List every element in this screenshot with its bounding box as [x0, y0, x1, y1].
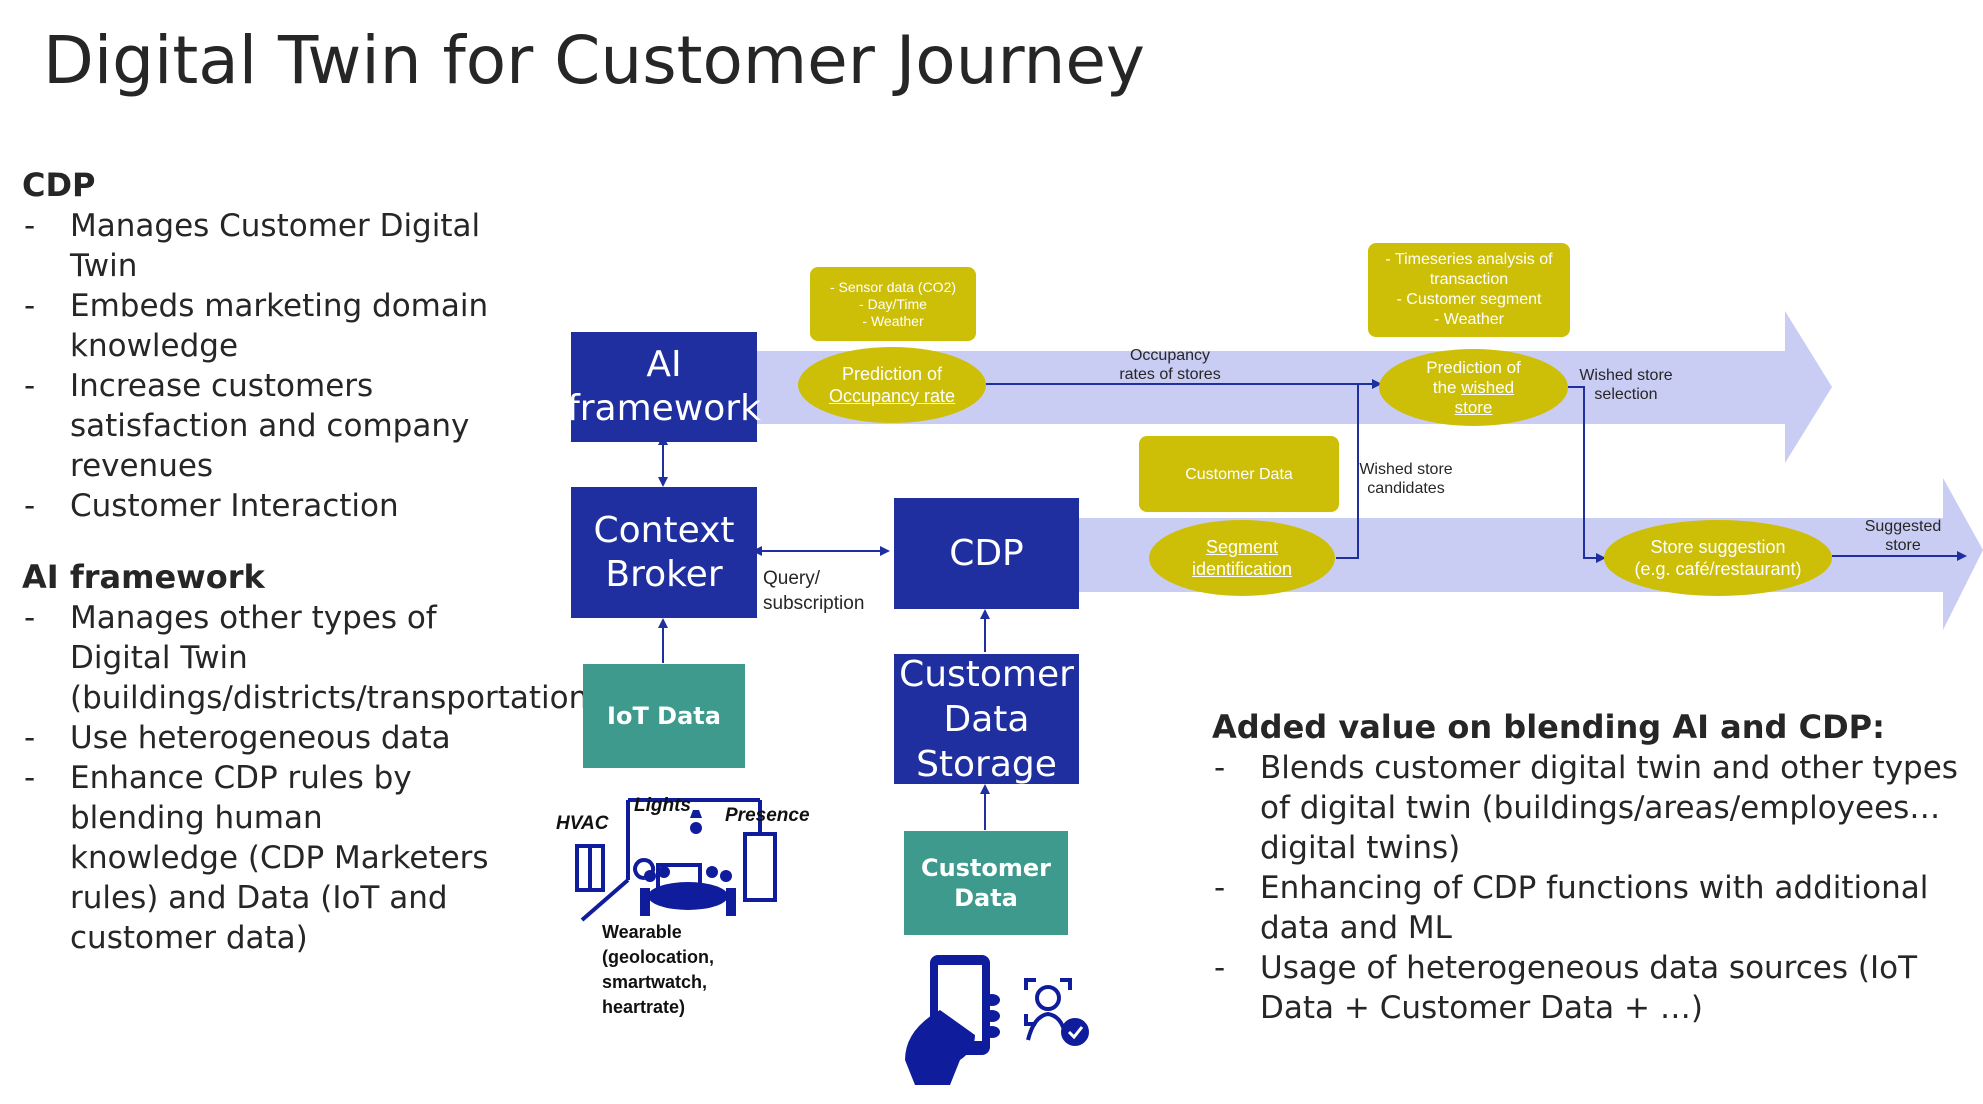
node-line: Occupancy rate — [828, 386, 956, 406]
wished-store-selection-label: Wished store selection — [1579, 367, 1673, 403]
cdp-bullet: Increase customers satisfaction and comp… — [22, 366, 492, 486]
ai-bullet: Enhance CDP rules by blending human know… — [22, 758, 492, 958]
context-broker-box: Context Broker — [571, 487, 757, 618]
ai-bullet-list: Manages other types of Digital Twin (bui… — [22, 598, 719, 958]
note-line: - Timeseries analysis of transaction — [1385, 251, 1553, 288]
cdp-bullet: Manages Customer Digital Twin — [22, 206, 492, 286]
node-line-part: wished — [1461, 377, 1515, 397]
node-line: Segment — [1205, 537, 1279, 557]
added-value-heading: Added value on blending AI and CDP: — [1212, 708, 1885, 746]
left-text-panel: CDP Manages Customer Digital Twin Embeds… — [22, 166, 719, 958]
ai-framework-heading: AI framework — [22, 558, 265, 596]
cdp-bullet-list: Manages Customer Digital Twin Embeds mar… — [22, 206, 492, 526]
presence-label: Presence — [725, 805, 810, 826]
node-line: Store suggestion — [1650, 537, 1786, 557]
node-line: the wished — [1433, 378, 1514, 398]
face-verification-icon — [1024, 978, 1089, 1046]
customer-data-storage-box: Customer Data Storage — [894, 654, 1079, 785]
note-line: - Weather — [862, 312, 924, 329]
node-line: store — [1454, 397, 1493, 417]
note-line: - Customer segment — [1396, 291, 1542, 308]
cdp-bullet: Customer Interaction — [22, 486, 492, 526]
prediction-wished-store-node: Prediction of the wished store — [1379, 349, 1568, 426]
customer-data-source-box: Customer Data — [904, 831, 1068, 935]
wished-store-candidates-label: Wished store candidates — [1359, 461, 1453, 497]
prediction-occupancy-node: Prediction of Occupancy rate — [798, 347, 986, 423]
note-line: - Sensor data (CO2) — [829, 278, 957, 295]
note-line: - Day/Time — [859, 295, 927, 312]
page-title: Digital Twin for Customer Journey — [43, 22, 1145, 99]
top-flow-band-arrow — [755, 311, 1832, 463]
sensor-inputs-note: - Sensor data (CO2) - Day/Time - Weather — [810, 267, 976, 341]
cdp-box: CDP — [894, 498, 1079, 609]
wearable-label: Wearable (geolocation, smartwatch, heart… — [602, 922, 714, 1017]
node-line: Prediction of — [841, 364, 943, 384]
customer-data-note: Customer Data — [1139, 436, 1339, 512]
ai-framework-box: AI framework — [567, 332, 761, 442]
added-value-list: Blends customer digital twin and other t… — [1212, 748, 1972, 1028]
iot-data-box: IoT Data — [583, 664, 745, 768]
timeseries-inputs-note: - Timeseries analysis of transaction - C… — [1368, 243, 1570, 337]
added-value-bullet: Enhancing of CDP functions with addition… — [1212, 868, 1972, 948]
node-line: identification — [1191, 559, 1293, 579]
smartphone-hand-icon — [905, 955, 1000, 1085]
node-line-part: the — [1432, 377, 1462, 397]
wished-to-suggestion-connector — [1568, 386, 1606, 563]
occupancy-rates-label: Occupancy rates of stores — [1119, 347, 1221, 383]
suggested-store-label: Suggested store — [1864, 518, 1942, 554]
added-value-panel: Added value on blending AI and CDP: Blen… — [1212, 708, 1972, 1028]
cdp-bullet: Embeds marketing domain knowledge — [22, 286, 492, 366]
lights-label: Lights — [634, 795, 691, 816]
added-value-bullet: Blends customer digital twin and other t… — [1212, 748, 1972, 868]
node-line: (e.g. café/restaurant) — [1634, 559, 1802, 579]
query-subscription-label: Query/ subscription — [763, 568, 865, 614]
segment-to-wished-connector — [1336, 384, 1359, 559]
meeting-people-icon — [640, 810, 736, 916]
cdp-heading: CDP — [22, 166, 96, 204]
added-value-bullet: Usage of heterogeneous data sources (IoT… — [1212, 948, 1972, 1028]
node-line: Prediction of — [1426, 357, 1521, 377]
segment-identification-node: Segment identification — [1149, 520, 1335, 596]
store-suggestion-node: Store suggestion (e.g. café/restaurant) — [1604, 520, 1832, 596]
ai-bullet: Use heterogeneous data — [22, 718, 492, 758]
hvac-label: HVAC — [556, 813, 609, 834]
note-line: - Weather — [1434, 311, 1504, 328]
building-sensors-icon — [575, 798, 777, 922]
